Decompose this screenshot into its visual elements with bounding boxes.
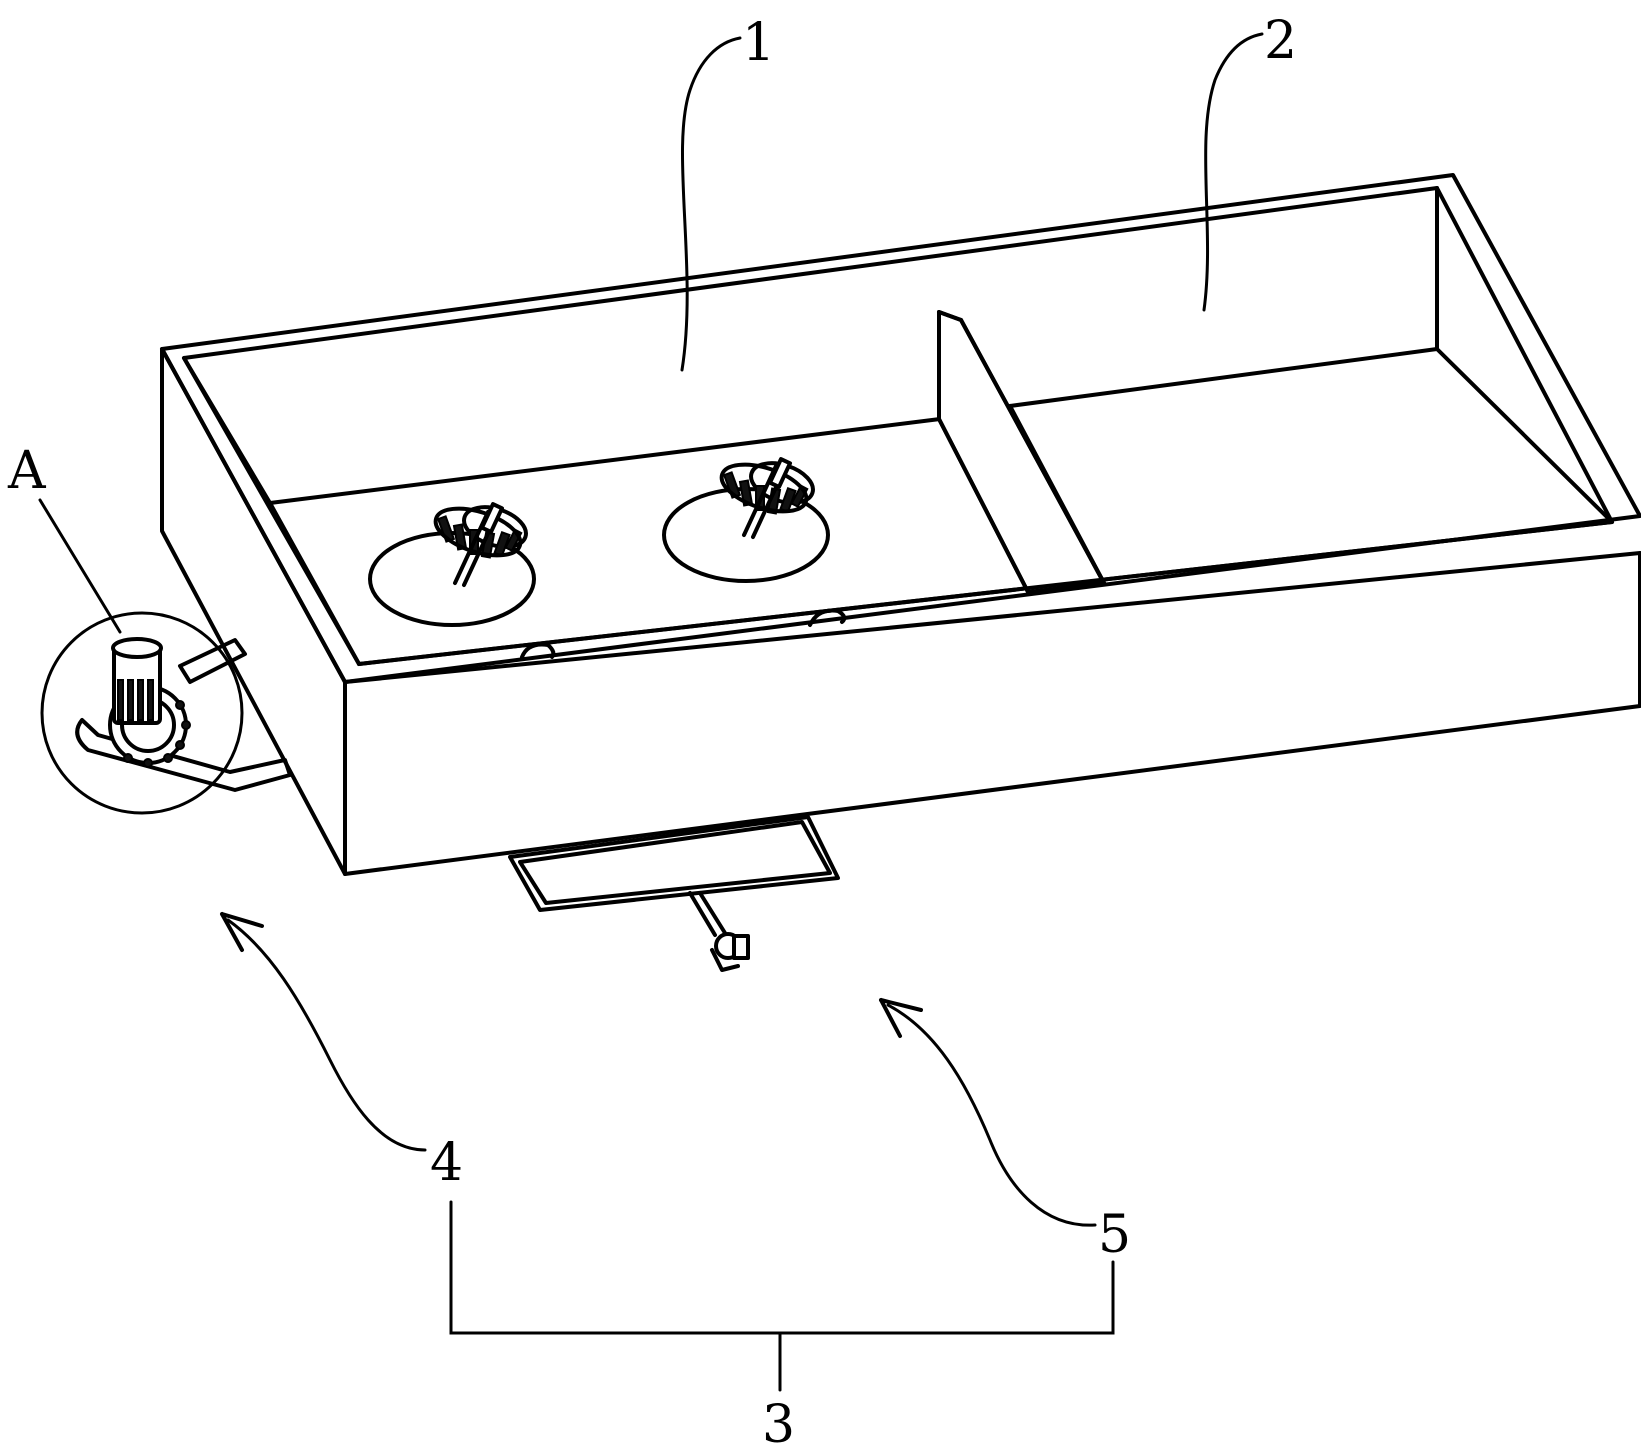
leader-2: 2 bbox=[1202, 11, 1297, 312]
divider-wall bbox=[937, 310, 1106, 594]
tank-box bbox=[160, 173, 1641, 876]
chain-drive bbox=[75, 637, 292, 792]
impeller-2 bbox=[662, 457, 830, 583]
leader-1: 1 bbox=[680, 13, 775, 372]
label-a: A bbox=[7, 441, 47, 501]
label-2: 2 bbox=[1264, 11, 1297, 71]
label-3: 3 bbox=[762, 1395, 795, 1455]
inner-fittings bbox=[520, 608, 847, 659]
impeller-1 bbox=[368, 502, 536, 627]
leader-5: 5 bbox=[879, 998, 1131, 1265]
leader-4: 4 bbox=[220, 912, 463, 1193]
bottom-plate bbox=[508, 815, 840, 912]
bottom-motor-bracket bbox=[688, 891, 750, 972]
label-5: 5 bbox=[1098, 1205, 1131, 1265]
bracket-3: 3 bbox=[449, 1200, 1115, 1455]
label-1: 1 bbox=[742, 13, 775, 73]
label-4: 4 bbox=[430, 1133, 463, 1193]
detail-circle-a: A bbox=[7, 441, 244, 815]
